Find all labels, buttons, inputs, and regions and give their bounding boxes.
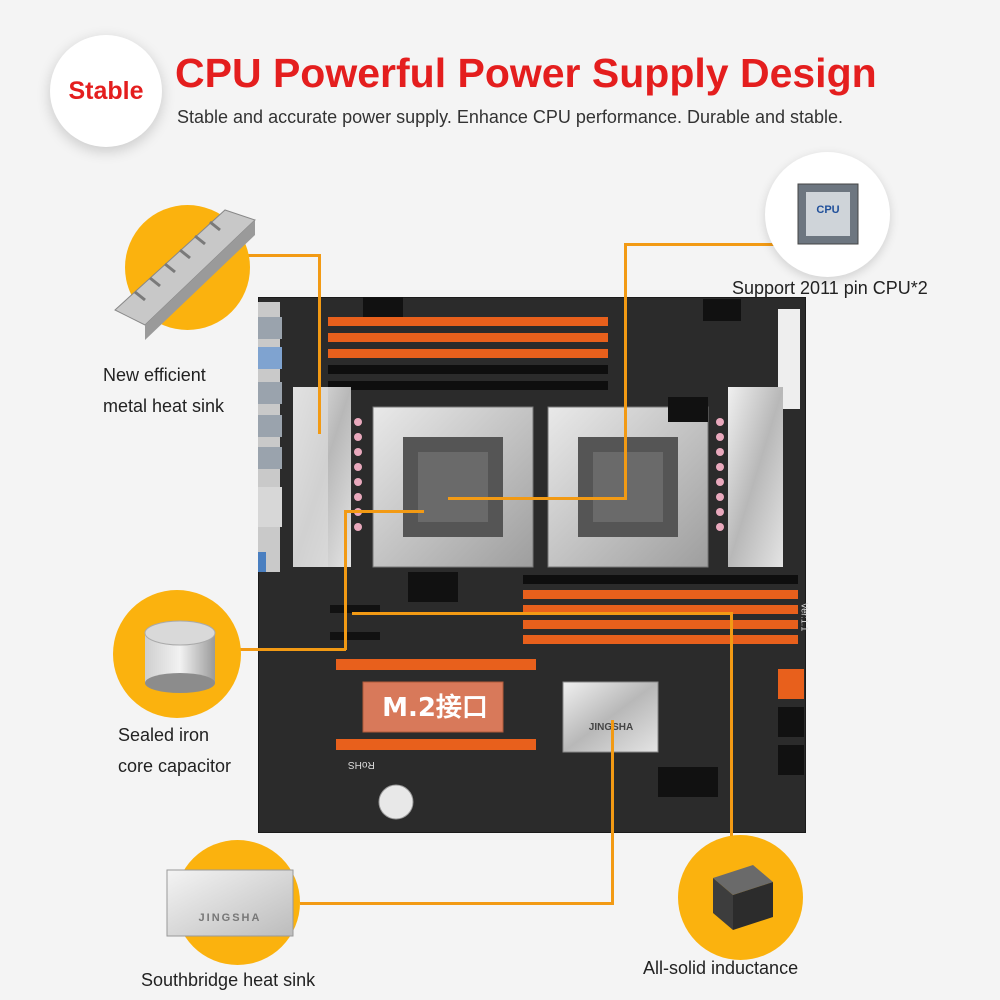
cpu-chip-text: CPU — [816, 204, 840, 216]
capacitor-label-line2: core capacitor — [118, 756, 232, 776]
stable-badge: Stable — [50, 35, 162, 147]
cpu-wire-bottom — [448, 497, 627, 500]
m2-slot-label: M.2接口 — [382, 693, 488, 723]
capacitor-feature-label: Sealed iron core capacitor — [118, 720, 231, 782]
heatsink-feature-label: New efficient metal heat sink — [103, 360, 224, 422]
heatsink-label-line1: New efficient — [103, 365, 206, 385]
capacitor-label-line1: Sealed iron — [118, 725, 210, 745]
capacitor-icon — [140, 615, 220, 695]
southbridge-feature-label: Southbridge heat sink — [141, 970, 316, 990]
capacitor-wire-h — [236, 648, 346, 651]
southbridge-wire-h — [300, 902, 613, 905]
heatsink-label-line2: metal heat sink — [103, 396, 225, 416]
inductance-wire-v — [730, 612, 733, 840]
cpu-feature-label: Support 2011 pin CPU*2 — [732, 278, 928, 298]
stable-badge-label: Stable — [68, 76, 144, 105]
inductor-icon — [698, 850, 783, 935]
motherboard-graphic — [236, 296, 807, 834]
heatsink-wire-v — [318, 254, 321, 434]
rohs-mark: RoHS — [348, 759, 375, 770]
page-title: CPU Powerful Power Supply Design — [175, 50, 877, 96]
inductance-feature-label: All-solid inductance — [643, 958, 799, 978]
southbridge-wire-v — [611, 720, 614, 905]
capacitor-wire-top — [344, 510, 424, 513]
heat-sink-icon — [105, 190, 265, 350]
heatsink-wire-h — [246, 254, 320, 257]
southbridge-logo: JINGSHA — [571, 722, 651, 733]
inductance-wire-h — [352, 612, 732, 615]
capacitor-wire-v — [344, 510, 347, 650]
cpu-chip-icon: CPU — [796, 182, 860, 246]
southbridge-heatsink-icon: JINGSHA — [165, 868, 295, 938]
southbridge-icon-logo: JINGSHA — [198, 912, 262, 924]
board-version: Ver:1.1 — [799, 602, 810, 632]
page-subtitle: Stable and accurate power supply. Enhanc… — [177, 107, 844, 127]
cpu-wire-v — [624, 243, 627, 499]
cpu-wire-h — [625, 243, 775, 246]
motherboard: M.2接口 JINGSHA RoHS Ver:1.1 — [236, 296, 810, 834]
